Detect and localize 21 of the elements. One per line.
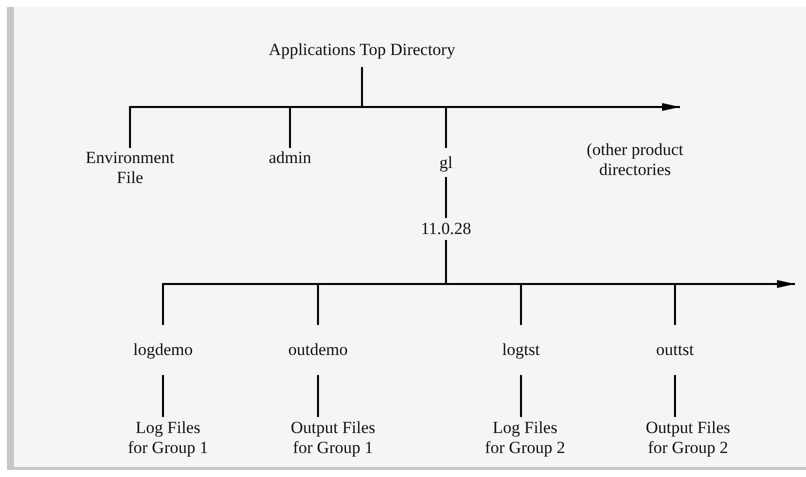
- tree-line: [674, 375, 676, 417]
- directory-label: Output Files for Group 2: [644, 418, 732, 458]
- tree-line: [317, 375, 319, 417]
- directory-label: admin: [268, 148, 312, 168]
- directory-label: Environment File: [84, 148, 176, 188]
- tree-line: [162, 375, 164, 417]
- directory-label: gl: [439, 152, 453, 172]
- directory-label: (other product directories: [586, 140, 684, 180]
- directory-label: outdemo: [288, 340, 348, 360]
- directory-label: Applications Top Directory: [268, 40, 456, 60]
- directory-label: Log Files for Group 2: [484, 418, 566, 458]
- directory-label: Output Files for Group 1: [290, 418, 376, 458]
- tree-line: [520, 375, 522, 417]
- directory-label: 11.0.28: [420, 219, 472, 239]
- directory-label: logdemo: [133, 340, 193, 360]
- tree-line: [445, 177, 447, 218]
- directory-label: Log Files for Group 1: [126, 418, 210, 458]
- arrow: [445, 240, 795, 288]
- directory-label: outtst: [656, 340, 694, 360]
- directory-label: logtst: [502, 340, 540, 360]
- tree-line: [361, 67, 680, 111]
